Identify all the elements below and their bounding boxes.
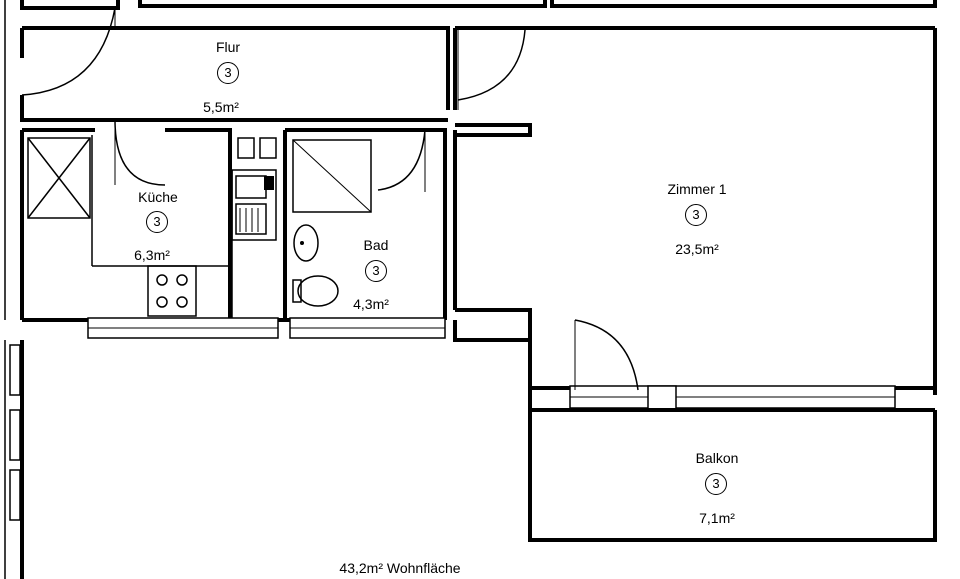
kueche-door: [114, 119, 166, 186]
shower-icon: [292, 139, 372, 213]
kueche-name: Küche: [138, 189, 178, 205]
balkon-walls: [528, 408, 937, 542]
balkon-door: [574, 319, 639, 391]
stove-icon: [147, 265, 197, 317]
flur-number-badge: 3: [217, 62, 239, 84]
balkon-number-badge: 3: [705, 473, 727, 495]
flur-name: Flur: [215, 39, 241, 55]
total-area: 43,2m² Wohnfläche: [339, 560, 461, 576]
zimmer1-name: Zimmer 1: [667, 181, 727, 197]
zimmer1-number-badge: 3: [685, 204, 707, 226]
bad-area: 4,3m²: [353, 296, 389, 312]
flur-walls: [20, 7, 526, 122]
balkon-name: Balkon: [695, 450, 739, 466]
kueche-area: 6,3m²: [134, 247, 170, 263]
bad-number-badge: 3: [365, 260, 387, 282]
top-fragments: [20, 0, 937, 10]
zimmer1-walls: [453, 26, 937, 411]
washbasin-icon: [293, 224, 319, 262]
bad-name: Bad: [363, 237, 389, 253]
kueche-walls: [20, 119, 279, 339]
toilet-icon: [297, 275, 339, 307]
bad-walls: [278, 128, 447, 339]
balkon-area: 7,1m²: [699, 510, 735, 526]
flur-zimmer-door: [457, 29, 526, 101]
kueche-number-badge: 3: [146, 211, 168, 233]
living-lower: [4, 320, 532, 579]
bad-door: [377, 129, 426, 191]
zimmer1-area: 23,5m²: [675, 241, 719, 257]
flur-entry-door: [21, 7, 116, 96]
flur-area: 5,5m²: [203, 99, 239, 115]
